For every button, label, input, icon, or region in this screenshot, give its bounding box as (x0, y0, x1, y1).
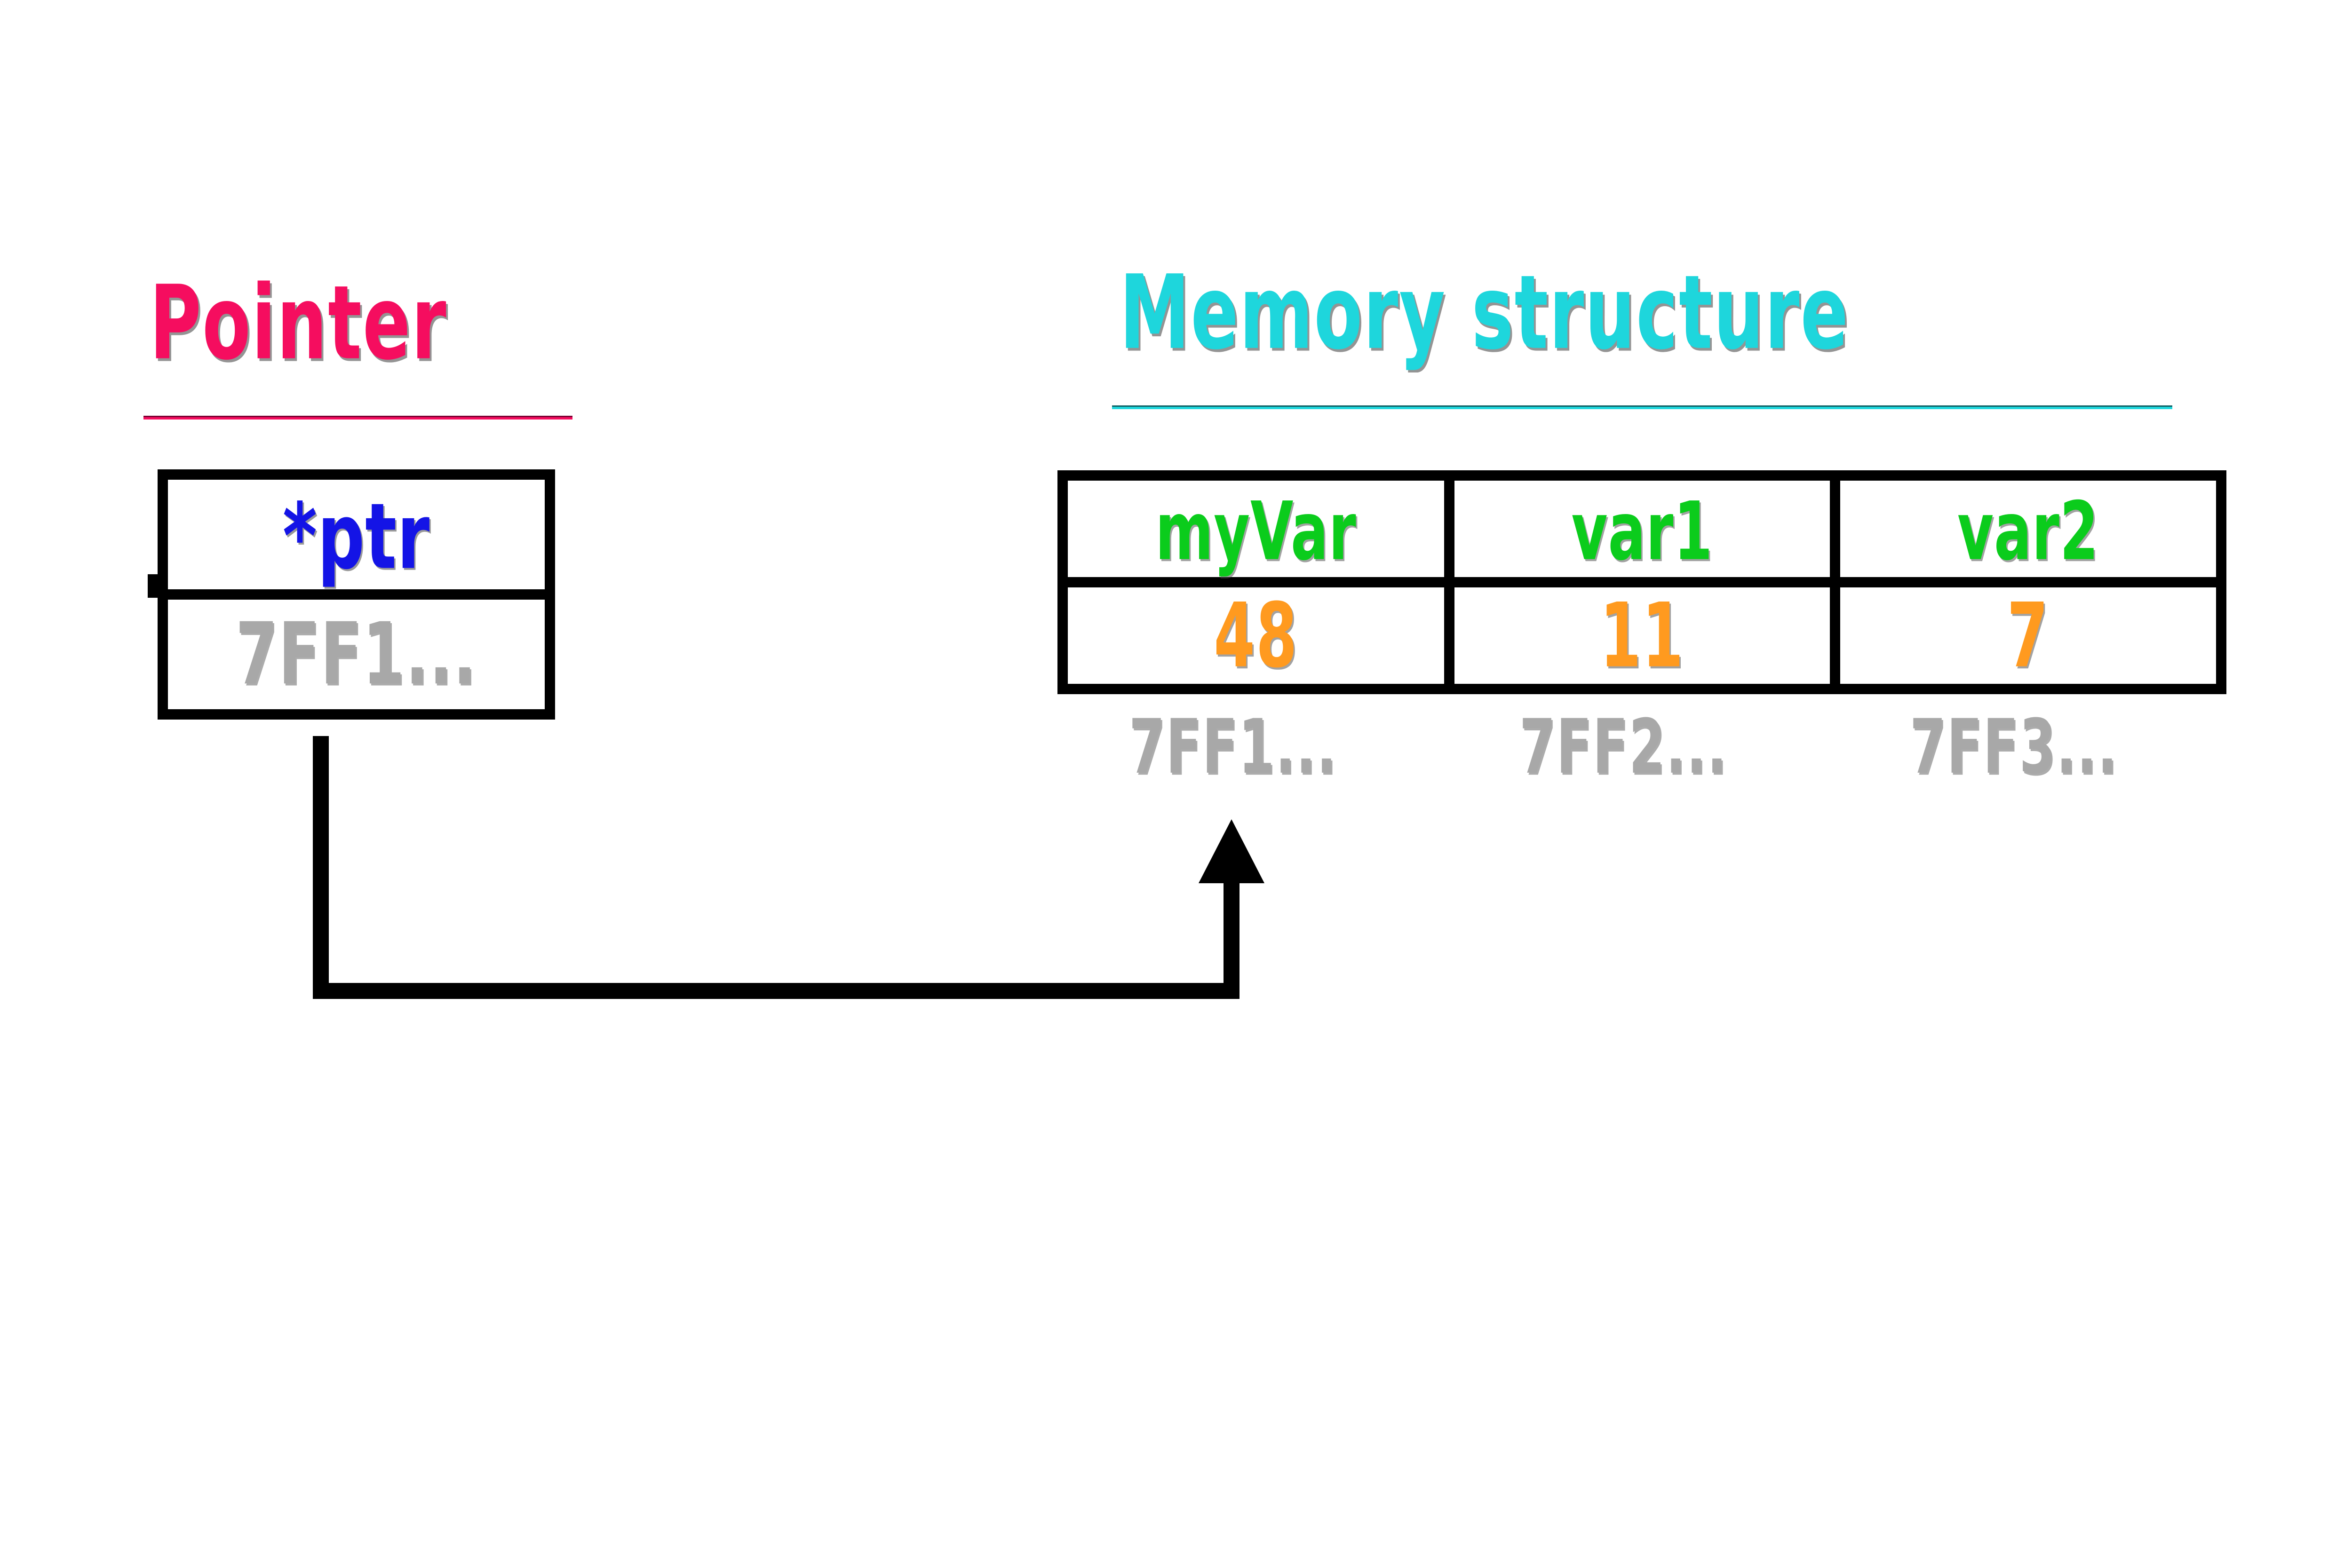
memory-address-label-2: 7FF3... (1910, 703, 2118, 791)
memory-name-cell-0: myVar (1068, 481, 1444, 578)
memory-name-cell-2: var2 (1830, 481, 2216, 578)
variable-name-label: var1 (1571, 483, 1713, 578)
variable-name-label: var2 (1957, 483, 2099, 578)
pointer-box: *ptr 7FF1... (158, 469, 555, 720)
memory-address-label-1: 7FF2... (1519, 703, 1728, 791)
memory-value-cell-1: 11 (1444, 584, 1830, 688)
memory-section-title: Memory structure (1120, 253, 1850, 372)
memory-name-cell-1: var1 (1444, 481, 1830, 578)
pointer-name-label: *ptr (282, 484, 430, 590)
memory-value-cell-0: 48 (1068, 584, 1444, 688)
variable-value-label: 11 (1600, 584, 1685, 688)
pointer-box-divider-notch (148, 574, 160, 598)
arrow-head-icon (1199, 819, 1264, 883)
memory-structure-table: myVar var1 var2 48 11 7 (1057, 470, 2226, 694)
memory-title-underline (1112, 405, 2172, 409)
memory-value-cell-2: 7 (1830, 584, 2216, 688)
variable-value-label: 7 (2007, 584, 2050, 688)
variable-value-label: 48 (1214, 584, 1298, 688)
pointer-address-cell: 7FF1... (168, 600, 545, 709)
pointer-address-value: 7FF1... (236, 604, 477, 705)
memory-value-row: 48 11 7 (1068, 584, 2216, 688)
memory-header-row: myVar var1 var2 (1068, 481, 2216, 587)
pointer-section-title: Pointer (150, 264, 447, 383)
pointer-name-cell: *ptr (168, 480, 545, 600)
memory-address-label-0: 7FF1... (1129, 703, 1337, 791)
pointer-title-underline (143, 416, 572, 420)
variable-name-label: myVar (1155, 483, 1357, 578)
arrow-path (313, 736, 1240, 999)
